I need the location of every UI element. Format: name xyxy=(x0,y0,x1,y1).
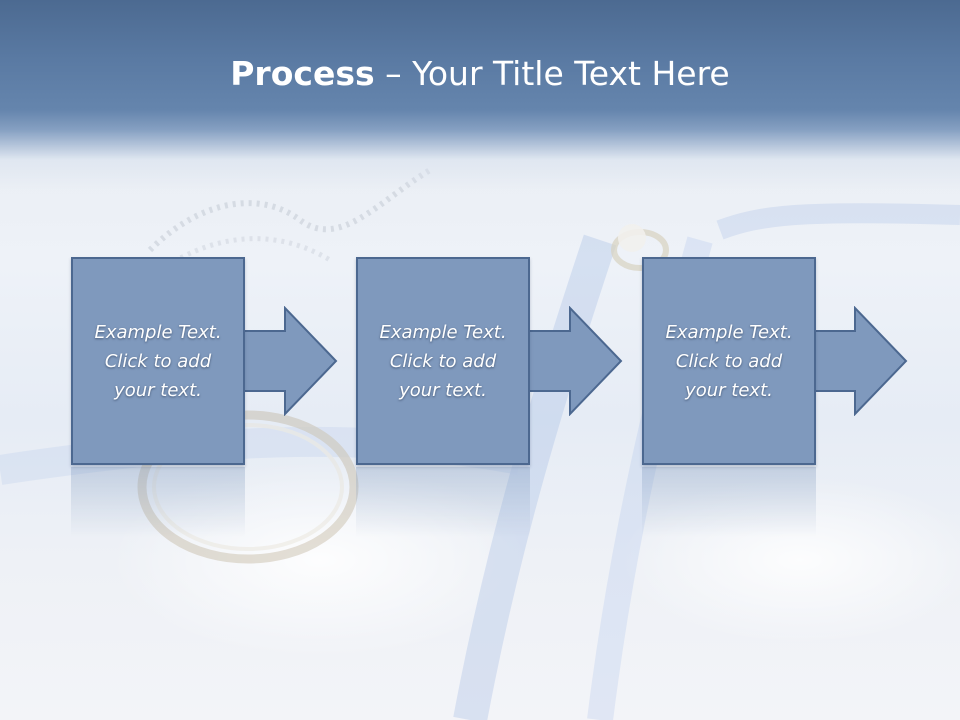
step-arrow-icon xyxy=(242,306,338,416)
step-box-3[interactable]: Example Text. Click to add your text. xyxy=(642,257,816,465)
step-reflection xyxy=(356,467,530,537)
step-box-2[interactable]: Example Text. Click to add your text. xyxy=(356,257,530,465)
slide-title[interactable]: Process – Your Title Text Here xyxy=(0,52,960,96)
title-keyword: Process xyxy=(230,54,375,93)
step-reflection xyxy=(71,467,245,537)
step-box-1[interactable]: Example Text. Click to add your text. xyxy=(71,257,245,465)
step-text: Example Text. Click to add your text. xyxy=(94,321,222,401)
step-arrow-icon xyxy=(527,306,623,416)
step-text: Example Text. Click to add your text. xyxy=(379,321,507,401)
step-arrow-icon xyxy=(812,306,908,416)
step-reflection xyxy=(642,467,816,537)
step-text: Example Text. Click to add your text. xyxy=(665,321,793,401)
title-text: – Your Title Text Here xyxy=(374,54,730,93)
title-band xyxy=(0,0,960,190)
